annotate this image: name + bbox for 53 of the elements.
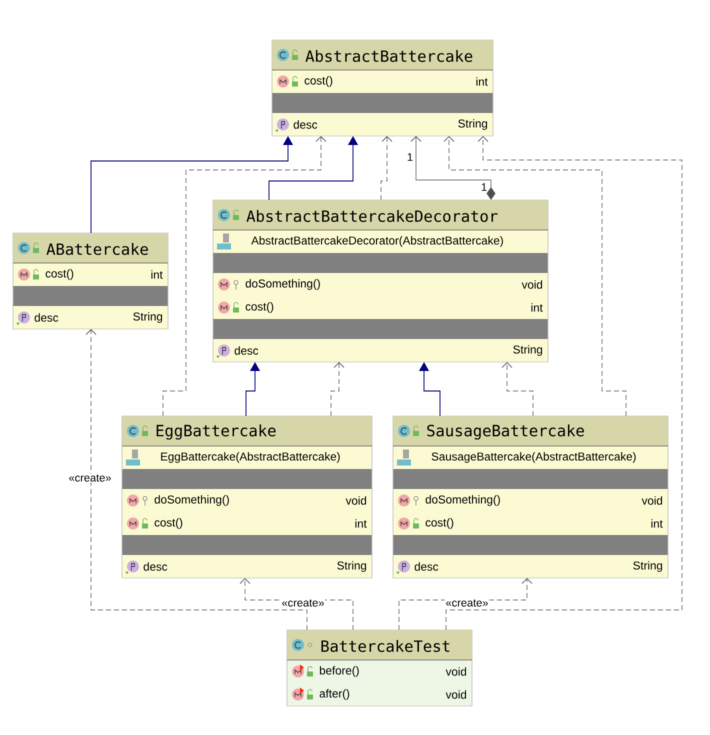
method-name: doSomething() xyxy=(154,495,229,506)
field-type: String xyxy=(513,345,542,356)
return-type: int xyxy=(151,270,163,279)
method-name: cost() xyxy=(426,518,454,529)
constructor-name: EggBattercake(AbstractBattercake) xyxy=(161,452,340,463)
method-name: doSomething() xyxy=(426,495,500,506)
return-type: int xyxy=(476,77,488,86)
return-type: int xyxy=(651,519,663,528)
arrow xyxy=(444,136,626,416)
field-name: desc xyxy=(234,346,258,355)
edge-label: «create» xyxy=(68,474,112,482)
class-name: SausageBattercake xyxy=(427,424,584,440)
arrow xyxy=(86,329,308,630)
return-type: int xyxy=(531,303,543,312)
return-type: void xyxy=(446,667,466,676)
arrow xyxy=(446,136,682,630)
field-name: desc xyxy=(294,120,318,129)
return-type: int xyxy=(355,519,367,528)
arrow xyxy=(418,362,440,416)
constructor-name: SausageBattercake(AbstractBattercake) xyxy=(432,452,636,463)
method-name: doSomething() xyxy=(246,279,320,290)
return-type: void xyxy=(522,280,542,289)
edge-label: «create» xyxy=(280,598,326,608)
edge-label: «create» xyxy=(444,598,490,608)
arrow xyxy=(380,136,392,200)
method-name: after() xyxy=(320,689,350,700)
field-name: desc xyxy=(144,562,168,571)
return-type: void xyxy=(642,496,662,505)
return-type: void xyxy=(346,496,366,505)
class-name: BattercakeTest xyxy=(321,640,450,652)
field-type: String xyxy=(458,119,488,130)
field-type: String xyxy=(337,561,366,572)
multiplicity-label: 1 xyxy=(482,183,487,191)
class-name: EggBattercake xyxy=(156,424,276,440)
arrow xyxy=(162,136,326,416)
method-name: cost() xyxy=(46,269,74,280)
edge-label: 1 xyxy=(406,152,414,162)
return-type: void xyxy=(446,690,466,699)
class-name: AbstractBattercakeDecorator xyxy=(246,210,498,222)
class-name: AbstractBattercake xyxy=(305,50,472,62)
constructor-name: AbstractBattercakeDecorator(AbstractBattercake) xyxy=(251,236,503,247)
field-name: desc xyxy=(34,313,58,322)
method-name: before() xyxy=(320,666,359,677)
class-name: ABattercake xyxy=(46,243,148,255)
field-name: desc xyxy=(414,562,438,571)
field-type: String xyxy=(133,312,162,323)
arrow xyxy=(502,362,534,416)
method-name: cost() xyxy=(304,76,332,87)
arrow xyxy=(330,362,344,416)
method-name: cost() xyxy=(154,518,182,529)
method-name: cost() xyxy=(246,302,274,313)
arrow xyxy=(410,136,496,200)
field-type: String xyxy=(633,561,662,572)
